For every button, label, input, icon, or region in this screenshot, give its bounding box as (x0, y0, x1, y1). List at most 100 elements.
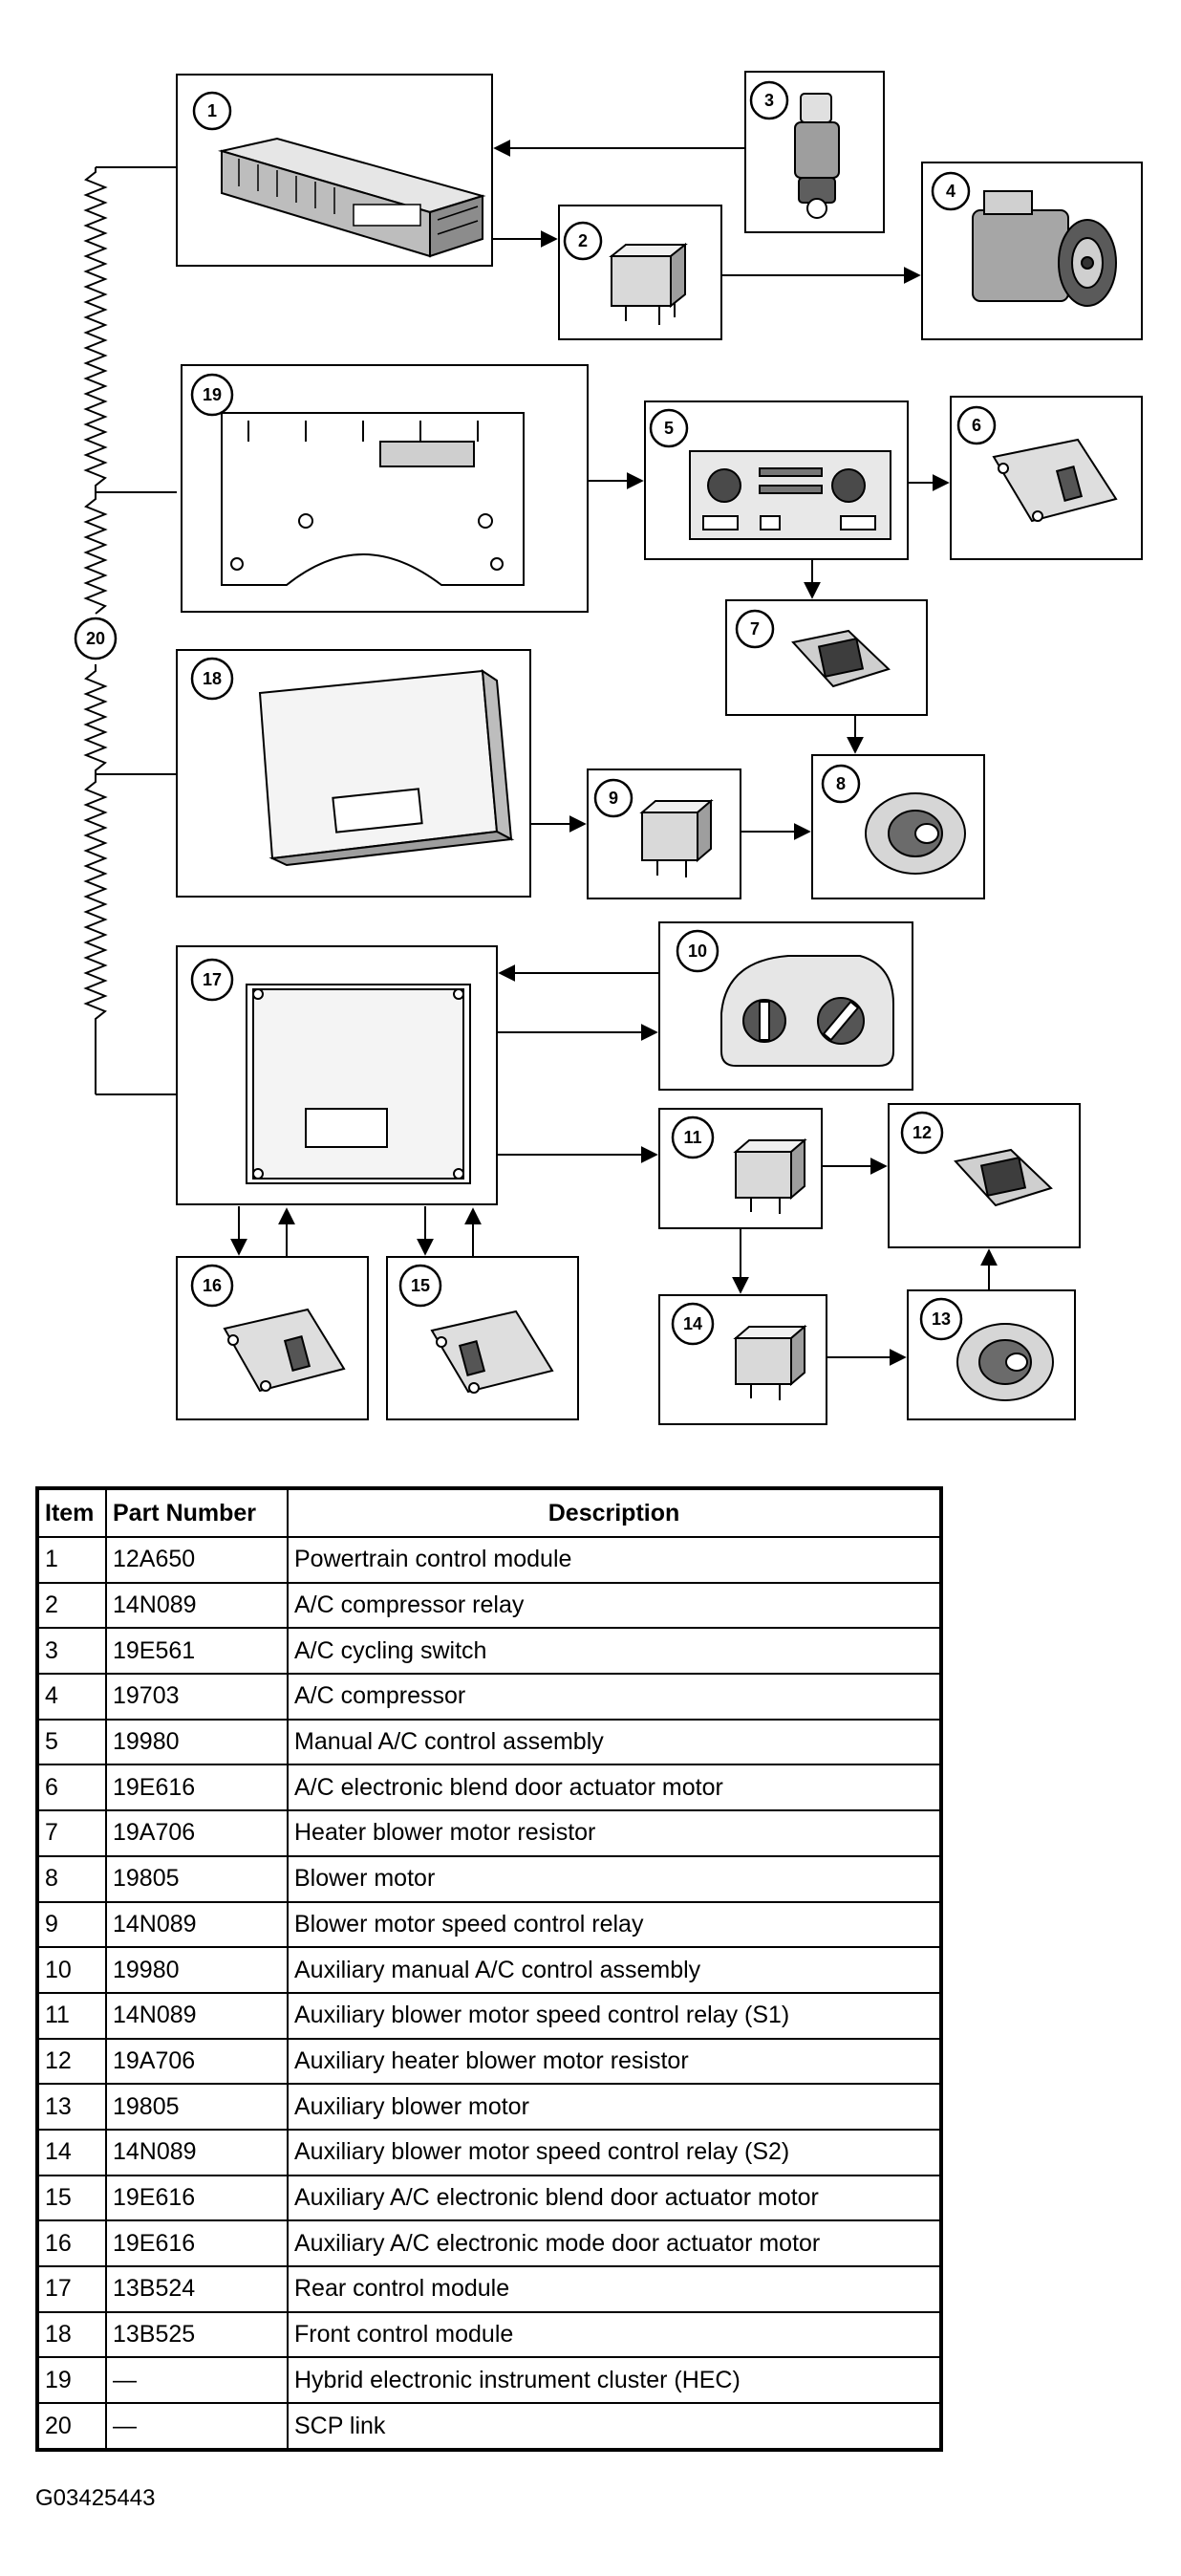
cell-part-number: 19A706 (105, 2037, 289, 2086)
callout-11: 11 (683, 1128, 701, 1147)
cell-item: 15 (36, 2174, 107, 2222)
header-part-number: Part Number (105, 1487, 289, 1538)
cell-item: 7 (36, 1809, 107, 1857)
box-12 (888, 1103, 1081, 1248)
cell-item: 9 (36, 1900, 107, 1949)
callout-13-circle (919, 1297, 963, 1341)
cell-part-number: 19805 (105, 1854, 289, 1903)
cell-part-number: 19980 (105, 1946, 289, 1994)
blower-motor-resistor-illustration (791, 629, 891, 688)
aux-blower-relay-s1-illustration (733, 1137, 807, 1214)
cell-description: A/C cycling switch (287, 1627, 942, 1676)
callout-17: 17 (203, 970, 222, 989)
cell-description: Auxiliary A/C electronic blend door actu… (287, 2174, 942, 2222)
ac-compressor-relay-illustration (609, 242, 688, 325)
cell-item: 5 (36, 1718, 107, 1766)
aux-blower-motor-illustration (956, 1323, 1054, 1401)
blower-speed-relay-illustration (639, 798, 714, 877)
cell-item: 11 (36, 1991, 107, 2040)
aux-manual-ac-control-illustration (720, 955, 894, 1067)
header-description: Description (287, 1487, 942, 1538)
callout-18: 18 (203, 669, 222, 688)
callout-14-circle (671, 1302, 715, 1346)
callout-6-circle (956, 405, 997, 445)
callout-1-circle (192, 91, 232, 131)
callout-5: 5 (664, 419, 674, 438)
cell-part-number: 19703 (105, 1673, 289, 1721)
cell-part-number: 14N089 (105, 1581, 289, 1630)
cell-item: 13 (36, 2083, 107, 2131)
callout-2: 2 (578, 231, 588, 250)
cell-part-number: 19E616 (105, 2174, 289, 2222)
figure-code: G03425443 (35, 2485, 156, 2511)
cell-description: A/C compressor relay (287, 1581, 942, 1630)
callout-16: 16 (203, 1276, 222, 1295)
cell-part-number: — (105, 2402, 289, 2451)
callout-10: 10 (688, 942, 707, 961)
cell-item: 2 (36, 1581, 107, 1630)
cell-item: 17 (36, 2265, 107, 2313)
callout-19-circle (190, 373, 234, 417)
cell-description: Hybrid electronic instrument cluster (HE… (287, 2356, 942, 2405)
table-header-row: Item Part Number Description (36, 1487, 942, 1538)
cell-description: Manual A/C control assembly (287, 1718, 942, 1766)
callout-13: 13 (932, 1310, 951, 1329)
blend-door-actuator-illustration (992, 438, 1118, 523)
cell-item: 18 (36, 2310, 107, 2359)
callout-16-circle (190, 1264, 234, 1308)
callout-4-circle (931, 171, 971, 211)
ac-cycling-switch-illustration (794, 93, 840, 219)
callout-12: 12 (913, 1123, 932, 1142)
callout-10-circle (676, 929, 719, 973)
cell-part-number: 19E616 (105, 1764, 289, 1812)
callout-8-circle (821, 764, 861, 804)
box-8 (811, 754, 985, 899)
box-15 (386, 1256, 579, 1420)
table-row: 20—SCP link (36, 2402, 942, 2451)
cell-item: 14 (36, 2128, 107, 2176)
ac-compressor-illustration (972, 190, 1117, 307)
cell-description: Auxiliary blower motor speed control rel… (287, 1991, 942, 2040)
header-item: Item (36, 1487, 107, 1538)
callout-12-circle (900, 1111, 944, 1155)
table-row: 19—Hybrid electronic instrument cluster … (36, 2356, 942, 2405)
box-14 (658, 1294, 827, 1425)
cell-part-number: 19805 (105, 2083, 289, 2131)
cell-description: A/C compressor (287, 1673, 942, 1721)
cell-item: 6 (36, 1764, 107, 1812)
box-3 (744, 71, 885, 233)
cell-description: Auxiliary A/C electronic mode door actua… (287, 2219, 942, 2267)
callout-7-circle (735, 609, 775, 649)
aux-mode-door-actuator-illustration (223, 1308, 346, 1393)
cell-description: Auxiliary blower motor (287, 2083, 942, 2131)
cell-item: 8 (36, 1854, 107, 1903)
callout-1: 1 (207, 101, 217, 120)
callout-14: 14 (683, 1314, 702, 1333)
cell-part-number: 13B524 (105, 2265, 289, 2313)
callout-6: 6 (972, 416, 981, 435)
cell-part-number: 12A650 (105, 1536, 289, 1584)
callout-15-circle (398, 1264, 442, 1308)
scp-link (83, 166, 177, 1095)
box-10 (658, 921, 913, 1091)
callout-3-circle (749, 80, 789, 120)
callout-9: 9 (609, 789, 618, 808)
callout-15: 15 (411, 1276, 430, 1295)
cell-description: Heater blower motor resistor (287, 1809, 942, 1857)
aux-blend-door-actuator-illustration (430, 1310, 554, 1394)
callout-2-circle (563, 221, 603, 261)
callout-9-circle (593, 778, 633, 818)
